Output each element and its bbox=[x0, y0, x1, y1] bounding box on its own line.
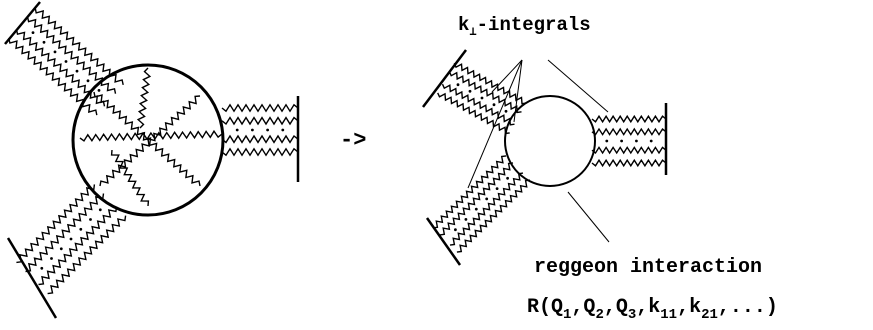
right-right-leg-dot bbox=[605, 139, 609, 143]
kperp-rest: -integrals bbox=[477, 14, 591, 36]
right-top-leg-wavy-line-4 bbox=[437, 92, 510, 135]
right-top-leg-dot bbox=[504, 109, 508, 113]
left-diagram bbox=[4, 1, 300, 319]
reggeon-interaction-label: reggeon interaction bbox=[534, 256, 762, 279]
left-internal-gluon-4 bbox=[136, 67, 152, 129]
right-bottom-leg-dot bbox=[474, 207, 478, 211]
left-internal-gluon-2 bbox=[93, 91, 201, 187]
left-bottom-leg-dot bbox=[98, 208, 102, 212]
right-bottom-leg-wavy-line-2 bbox=[439, 162, 514, 236]
formula-sub3: 3 bbox=[628, 307, 636, 323]
right-bottom-leg-dot bbox=[454, 228, 457, 232]
left-bottom-leg-dot bbox=[59, 247, 63, 251]
transition-arrow: -> bbox=[340, 128, 366, 153]
right-top-endline bbox=[422, 49, 467, 108]
right-bottom-leg-dot bbox=[495, 187, 499, 191]
left-top-endline bbox=[4, 1, 41, 45]
pointer-line-1 bbox=[491, 59, 523, 93]
right-bottom-leg-dot bbox=[506, 176, 509, 180]
pointer-line-reggeon bbox=[567, 191, 610, 243]
right-bottom-leg-wavy-line-3 bbox=[449, 172, 524, 246]
left-internal-gluon-1 bbox=[79, 129, 223, 142]
kperp-integrals-label: k⊥-integrals bbox=[458, 14, 591, 39]
kperp-base: k bbox=[458, 14, 469, 36]
right-right-leg-dot bbox=[635, 139, 638, 143]
left-right-leg-wavy-line-2 bbox=[221, 116, 299, 126]
right-top-leg-dot bbox=[492, 103, 496, 107]
left-interaction-blob bbox=[71, 63, 225, 217]
right-top-leg-wavy-line-1 bbox=[453, 62, 527, 105]
left-top-leg-dot bbox=[75, 69, 79, 73]
right-right-leg-wavy-line-1 bbox=[591, 114, 667, 124]
right-bottom-leg-wavy-line-4 bbox=[456, 179, 530, 253]
right-right-leg-dot bbox=[620, 139, 623, 143]
formula-c3: ,k bbox=[636, 296, 660, 319]
left-top-leg-dot bbox=[86, 79, 90, 83]
left-top-leg-dot bbox=[31, 31, 35, 34]
right-bottom-endline bbox=[425, 217, 462, 266]
formula-R: R(Q bbox=[527, 296, 563, 319]
right-right-leg-wavy-line-2 bbox=[591, 127, 667, 136]
left-top-leg-dot bbox=[42, 40, 46, 44]
left-top-leg-wavy-line-1 bbox=[34, 7, 124, 86]
left-bottom-leg-wavy-line-2 bbox=[25, 193, 105, 273]
kperp-sub: ⊥ bbox=[469, 25, 476, 39]
right-interaction-blob bbox=[504, 95, 596, 187]
left-bottom-leg-dot bbox=[89, 218, 92, 221]
left-internal-gluons bbox=[79, 67, 223, 207]
pointer-line-3 bbox=[467, 59, 523, 189]
left-bottom-endline bbox=[6, 237, 58, 319]
left-right-leg-dot bbox=[281, 128, 285, 132]
right-top-leg-wavy-line-3 bbox=[441, 83, 515, 126]
left-bottom-leg-wavy-line-4 bbox=[47, 215, 127, 295]
left-top-leg-dot bbox=[97, 89, 101, 92]
right-bottom-leg-wavy-line-1 bbox=[433, 155, 507, 229]
right-right-leg-wavy-line-4 bbox=[591, 158, 667, 168]
left-right-leg-dot bbox=[251, 128, 254, 132]
pointer-line-4 bbox=[547, 59, 609, 113]
formula-c2: ,Q bbox=[604, 296, 628, 319]
formula-sub4: 11 bbox=[660, 307, 677, 323]
left-bottom-leg-dot bbox=[69, 237, 73, 241]
right-bottom-leg-dot bbox=[464, 218, 468, 221]
formula-sub2: 2 bbox=[595, 307, 603, 323]
left-bottom-leg-wavy-line-1 bbox=[16, 184, 96, 264]
left-right-leg-dot bbox=[235, 128, 239, 132]
left-right-leg-wavy-line-4 bbox=[221, 147, 299, 157]
formula-tail: ,...) bbox=[718, 296, 778, 319]
formula-sub5: 21 bbox=[701, 307, 718, 323]
left-reggeon-legs bbox=[8, 7, 299, 295]
left-top-leg-dot bbox=[53, 50, 57, 54]
right-right-leg-wavy-line-3 bbox=[591, 146, 667, 155]
left-internal-gluon-5 bbox=[110, 149, 150, 207]
left-right-leg-wavy-line-1 bbox=[221, 103, 299, 113]
right-top-leg-dot bbox=[456, 83, 460, 87]
right-bottom-leg-dot bbox=[485, 197, 489, 201]
right-reggeon-legs bbox=[433, 62, 667, 253]
left-bottom-leg-dot bbox=[79, 227, 83, 231]
left-right-leg-wavy-line-3 bbox=[221, 134, 299, 144]
left-bottom-leg-dot bbox=[40, 266, 44, 270]
formula-c1: ,Q bbox=[571, 296, 595, 319]
right-diagram bbox=[422, 49, 668, 266]
right-top-leg-dot bbox=[468, 89, 472, 93]
left-right-leg-dot bbox=[266, 128, 269, 132]
right-right-leg-dot bbox=[649, 139, 653, 143]
right-top-leg-wavy-line-2 bbox=[448, 71, 522, 114]
left-bottom-leg-dot bbox=[50, 257, 53, 260]
right-top-leg-dot bbox=[480, 96, 484, 100]
formula-c4: ,k bbox=[677, 296, 701, 319]
left-internal-gluon-3 bbox=[99, 95, 201, 187]
left-bottom-leg-wavy-line-3 bbox=[38, 206, 118, 286]
left-top-leg-dot bbox=[64, 60, 68, 63]
formula-sub1: 1 bbox=[563, 307, 571, 323]
formula-label: R(Q1,Q2,Q3,k11,k21,...) bbox=[527, 296, 778, 323]
